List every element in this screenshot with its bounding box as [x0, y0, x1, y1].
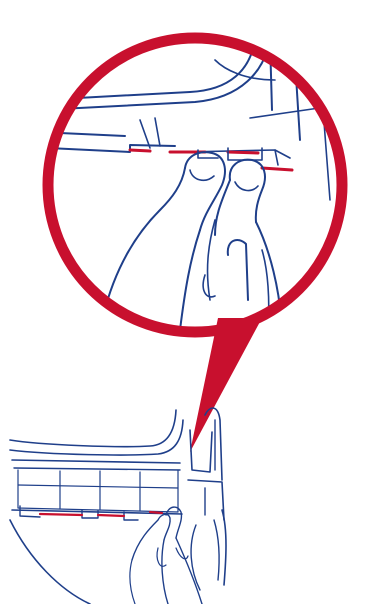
- zoom-slot-bar: [48, 118, 292, 170]
- zoom-right-hand: [203, 160, 282, 330]
- callout-pointer: [190, 318, 262, 452]
- zoom-left-hand: [100, 152, 225, 330]
- magnifier-circle: [48, 38, 342, 332]
